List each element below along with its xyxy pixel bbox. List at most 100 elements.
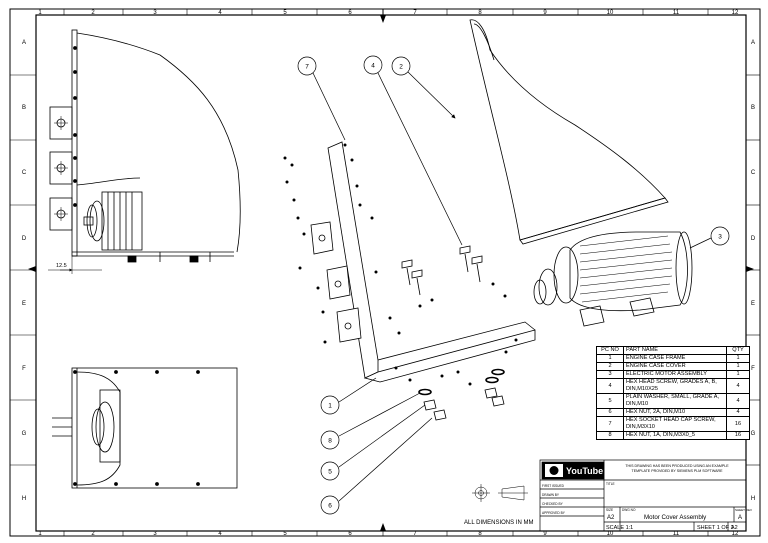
zone-ticks [10, 9, 760, 536]
zone-col-top: 9 [543, 10, 547, 16]
bom-qty: 4 [726, 393, 750, 409]
zone-row-right: F [751, 366, 755, 372]
zone-col-bottom: 2 [91, 531, 95, 537]
zone-row-right: A [751, 40, 755, 46]
dimension-12-5 [48, 256, 102, 274]
size-value: A2 [607, 515, 615, 521]
zone-row-right: G [751, 431, 756, 437]
balloon-1 [320, 395, 340, 415]
bom-pc: 4 [596, 378, 624, 394]
balloon-label-7: 7 [305, 64, 309, 71]
zone-col-bottom: 12 [732, 531, 739, 537]
m3-fasteners [283, 143, 518, 386]
title-notice: THIS DRAWING HAS BEEN PRODUCED USING AN … [618, 464, 736, 473]
balloon-label-4: 4 [371, 63, 375, 70]
bom-part-name: HEX NUT, 1A, DIN,M3X0_5 [623, 431, 727, 440]
drawn-by-label: DRAWN BY [542, 493, 560, 497]
balloon-label-6: 6 [328, 503, 332, 510]
scale-text: SCALE 1:1 [606, 525, 633, 531]
zone-col-top: 11 [673, 10, 680, 16]
zone-row-left: G [22, 431, 27, 437]
zone-row-left: E [22, 301, 26, 307]
bom-part-name: HEX NUT, 2A, DIN,M10 [623, 408, 727, 417]
balloon-2 [391, 56, 411, 76]
bom-pc: 8 [596, 431, 624, 440]
zone-row-left: H [22, 496, 26, 502]
zone-col-top: 2 [91, 10, 95, 16]
bom-pc: 1 [596, 354, 624, 363]
zone-row-right: B [751, 105, 755, 111]
bom-qty: 1 [726, 362, 750, 371]
bom-part-name: ELECTRIC MOTOR ASSEMBLY [623, 370, 727, 379]
zone-row-right: C [751, 170, 756, 176]
zone-col-top: 6 [348, 10, 352, 16]
centering-marks [28, 9, 754, 531]
exploded-view [310, 19, 693, 421]
first-issued-label: FIRST ISSUED [542, 484, 565, 488]
zone-col-bottom: 5 [283, 531, 287, 537]
balloon-3 [710, 226, 730, 246]
bom-part-name: ENGINE CASE COVER [623, 362, 727, 371]
balloon-4 [363, 55, 383, 75]
zone-col-bottom: 8 [478, 531, 482, 537]
size-label: SIZE [606, 508, 613, 512]
bom-part-name: HEX SOCKET HEAD CAP SCREW, DIN,M3X10 [623, 416, 727, 432]
balloon-8 [320, 430, 340, 450]
bom-qty: 4 [726, 378, 750, 394]
zone-col-bottom: 6 [348, 531, 352, 537]
zone-col-top: 1 [38, 10, 42, 16]
dwg-no-label: DWG NO [622, 508, 636, 512]
bom-qty: 1 [726, 354, 750, 363]
zone-col-top: 5 [283, 10, 287, 16]
bom-pc: 5 [596, 393, 624, 409]
balloon-label-1: 1 [328, 403, 332, 410]
bom-pc: 7 [596, 416, 624, 432]
zone-row-left: B [22, 105, 26, 111]
balloon-label-5: 5 [328, 469, 332, 476]
sheet-border [9, 8, 761, 537]
front-view [49, 29, 241, 263]
youtube-logo [545, 464, 563, 477]
top-view [52, 367, 238, 489]
zone-col-top: 4 [218, 10, 222, 16]
bom-qty: 16 [726, 431, 750, 440]
logo-text: YouTube [566, 466, 603, 476]
zone-col-bottom: 3 [153, 531, 157, 537]
zone-col-top: 10 [607, 10, 614, 16]
balloon-5 [320, 461, 340, 481]
zone-col-bottom: 7 [413, 531, 417, 537]
dimension-label: 12.5 [56, 263, 67, 269]
zone-col-bottom: 9 [543, 531, 547, 537]
balloon-6 [320, 495, 340, 515]
balloon-label-8: 8 [328, 438, 332, 445]
zone-col-top: 12 [732, 10, 739, 16]
zone-row-left: A [22, 40, 26, 46]
zone-col-bottom: 1 [38, 531, 42, 537]
zone-row-right: E [751, 301, 755, 307]
zone-col-bottom: 11 [673, 531, 680, 537]
bom-qty: 4 [726, 408, 750, 417]
approved-by-label: APPROVED BY [542, 511, 566, 515]
zone-col-bottom: 4 [218, 531, 222, 537]
bom-part-name: PLAIN WASHER, SMALL, GRADE A, DIN,M10 [623, 393, 727, 409]
bom-part-name: HEX HEAD SCREW, GRADES A, B, DIN,M10X25 [623, 378, 727, 394]
zone-col-bottom: 10 [607, 531, 614, 537]
bom-header-pc: PC NO [596, 346, 624, 355]
dimensions-note: ALL DIMENSIONS IN MM [464, 520, 533, 526]
projection-symbol [472, 484, 528, 502]
drawing-title: Motor Cover Assembly [644, 514, 707, 521]
balloon-label-3: 3 [718, 234, 722, 241]
zone-col-top: 8 [478, 10, 482, 16]
bom-header-row: PC NO PART NAME QTY [596, 346, 750, 355]
notice-text: THIS DRAWING HAS BEEN PRODUCED USING AN … [625, 464, 729, 473]
bom-part-name: ENGINE CASE FRAME [623, 354, 727, 363]
bom-pc: 2 [596, 362, 624, 371]
title-label: TITLE [606, 482, 615, 486]
